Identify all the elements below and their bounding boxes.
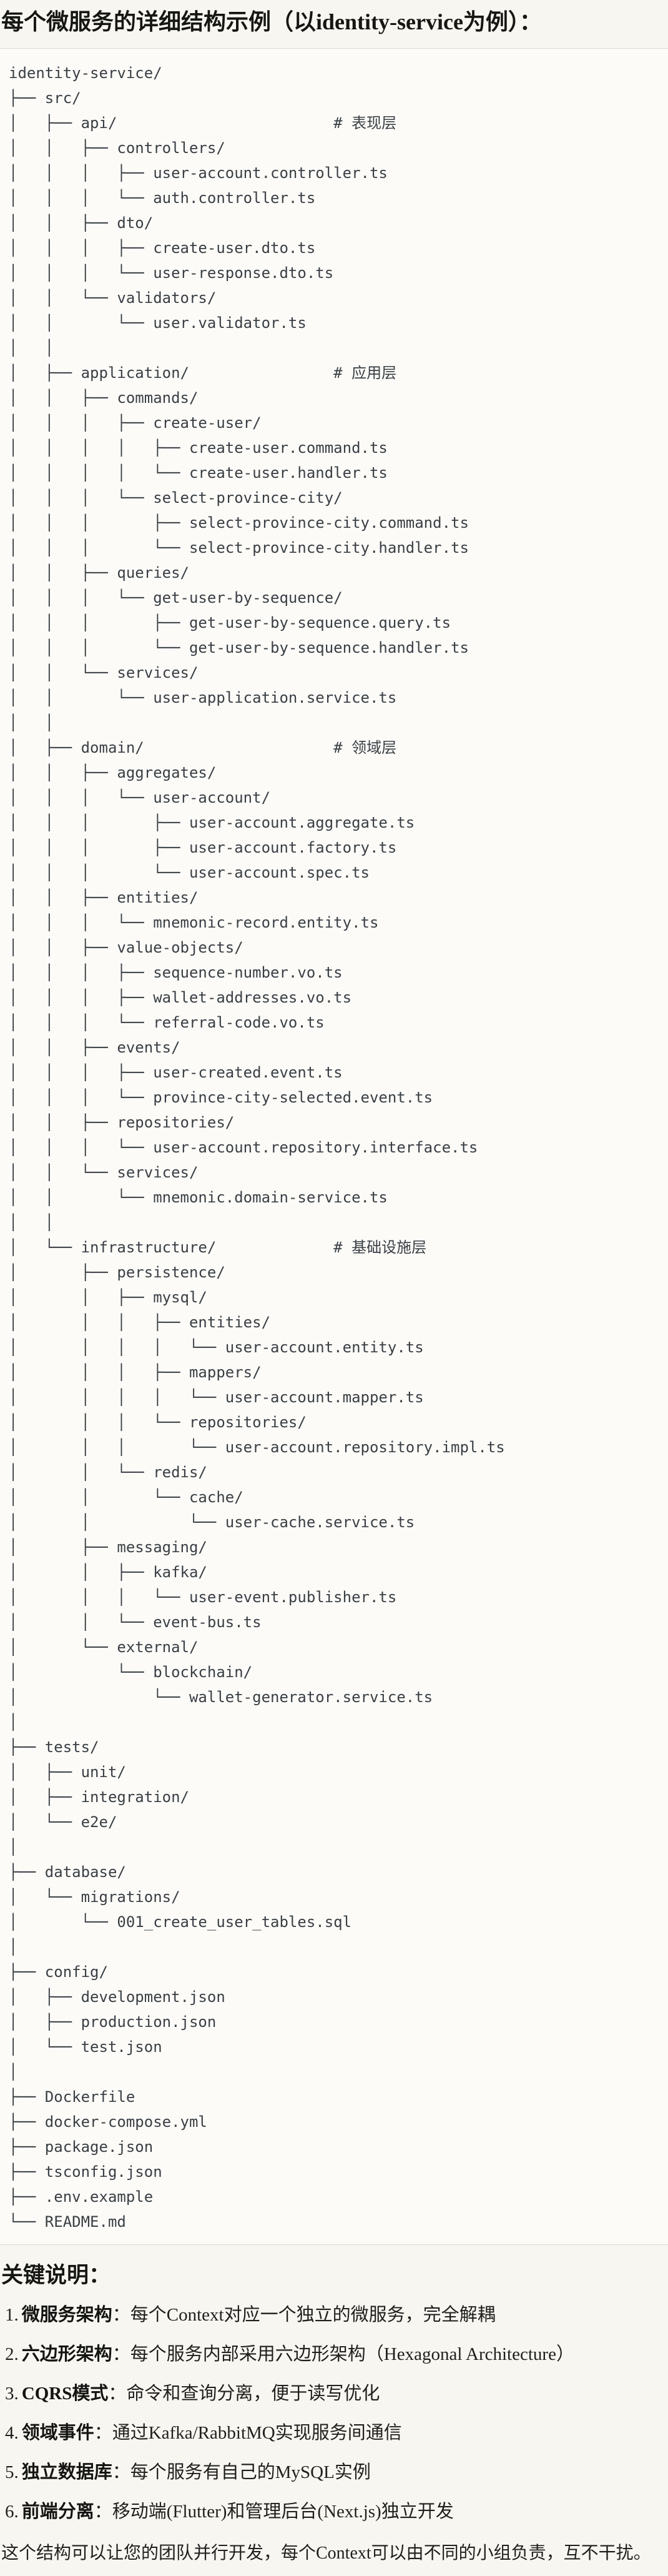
note-number: 2. [5,2344,19,2364]
note-desc: ：每个Context对应一个独立的微服务，完全解耦 [112,2305,496,2325]
page-title: 每个微服务的详细结构示例（以identity-service为例）： [1,9,542,34]
note-desc: ：命令和查询分离，便于读写优化 [108,2384,380,2404]
notes-section: 关键说明： 1.微服务架构：每个Context对应一个独立的微服务，完全解耦 2… [0,2263,668,2576]
note-desc: ：移动端(Flutter)和管理后台(Next.js)独立开发 [94,2502,454,2522]
note-item-frontend-split: 6.前端分离：移动端(Flutter)和管理后台(Next.js)独立开发 [5,2501,663,2522]
file-tree-code-block: identity-service/ ├── src/ │ ├── api/ # … [0,48,668,2245]
note-term: CQRS模式 [21,2384,109,2404]
note-item-hexagonal: 2.六边形架构：每个服务内部采用六边形架构（Hexagonal Architec… [5,2344,663,2365]
note-item-independent-db: 5.独立数据库：每个服务有自己的MySQL实例 [5,2462,663,2483]
notes-heading: 关键说明： [1,2263,111,2287]
note-number: 3. [5,2384,19,2404]
note-item-microservice: 1.微服务架构：每个Context对应一个独立的微服务，完全解耦 [5,2304,663,2326]
note-number: 4. [5,2423,19,2443]
note-item-cqrs: 3.CQRS模式：命令和查询分离，便于读写优化 [5,2383,663,2404]
note-term: 领域事件 [21,2423,94,2443]
note-term: 独立数据库 [21,2462,112,2482]
note-number: 6. [5,2502,19,2522]
note-term: 微服务架构 [21,2305,112,2325]
note-term: 六边形架构 [21,2344,112,2364]
note-desc: ：通过Kafka/RabbitMQ实现服务间通信 [94,2423,402,2443]
note-number: 1. [5,2305,19,2325]
note-term: 前端分离 [21,2502,94,2522]
file-tree: identity-service/ ├── src/ │ ├── api/ # … [9,64,505,2231]
note-item-domain-events: 4.领域事件：通过Kafka/RabbitMQ实现服务间通信 [5,2422,663,2444]
note-desc: ：每个服务内部采用六边形架构（Hexagonal Architecture） [112,2344,574,2364]
note-desc: ：每个服务有自己的MySQL实例 [112,2462,371,2482]
notes-list: 1.微服务架构：每个Context对应一个独立的微服务，完全解耦 2.六边形架构… [1,2304,663,2522]
closing-paragraph: 这个结构可以让您的团队并行开发，每个Context可以由不同的小组负责，互不干扰… [1,2544,651,2563]
note-number: 5. [5,2462,19,2482]
